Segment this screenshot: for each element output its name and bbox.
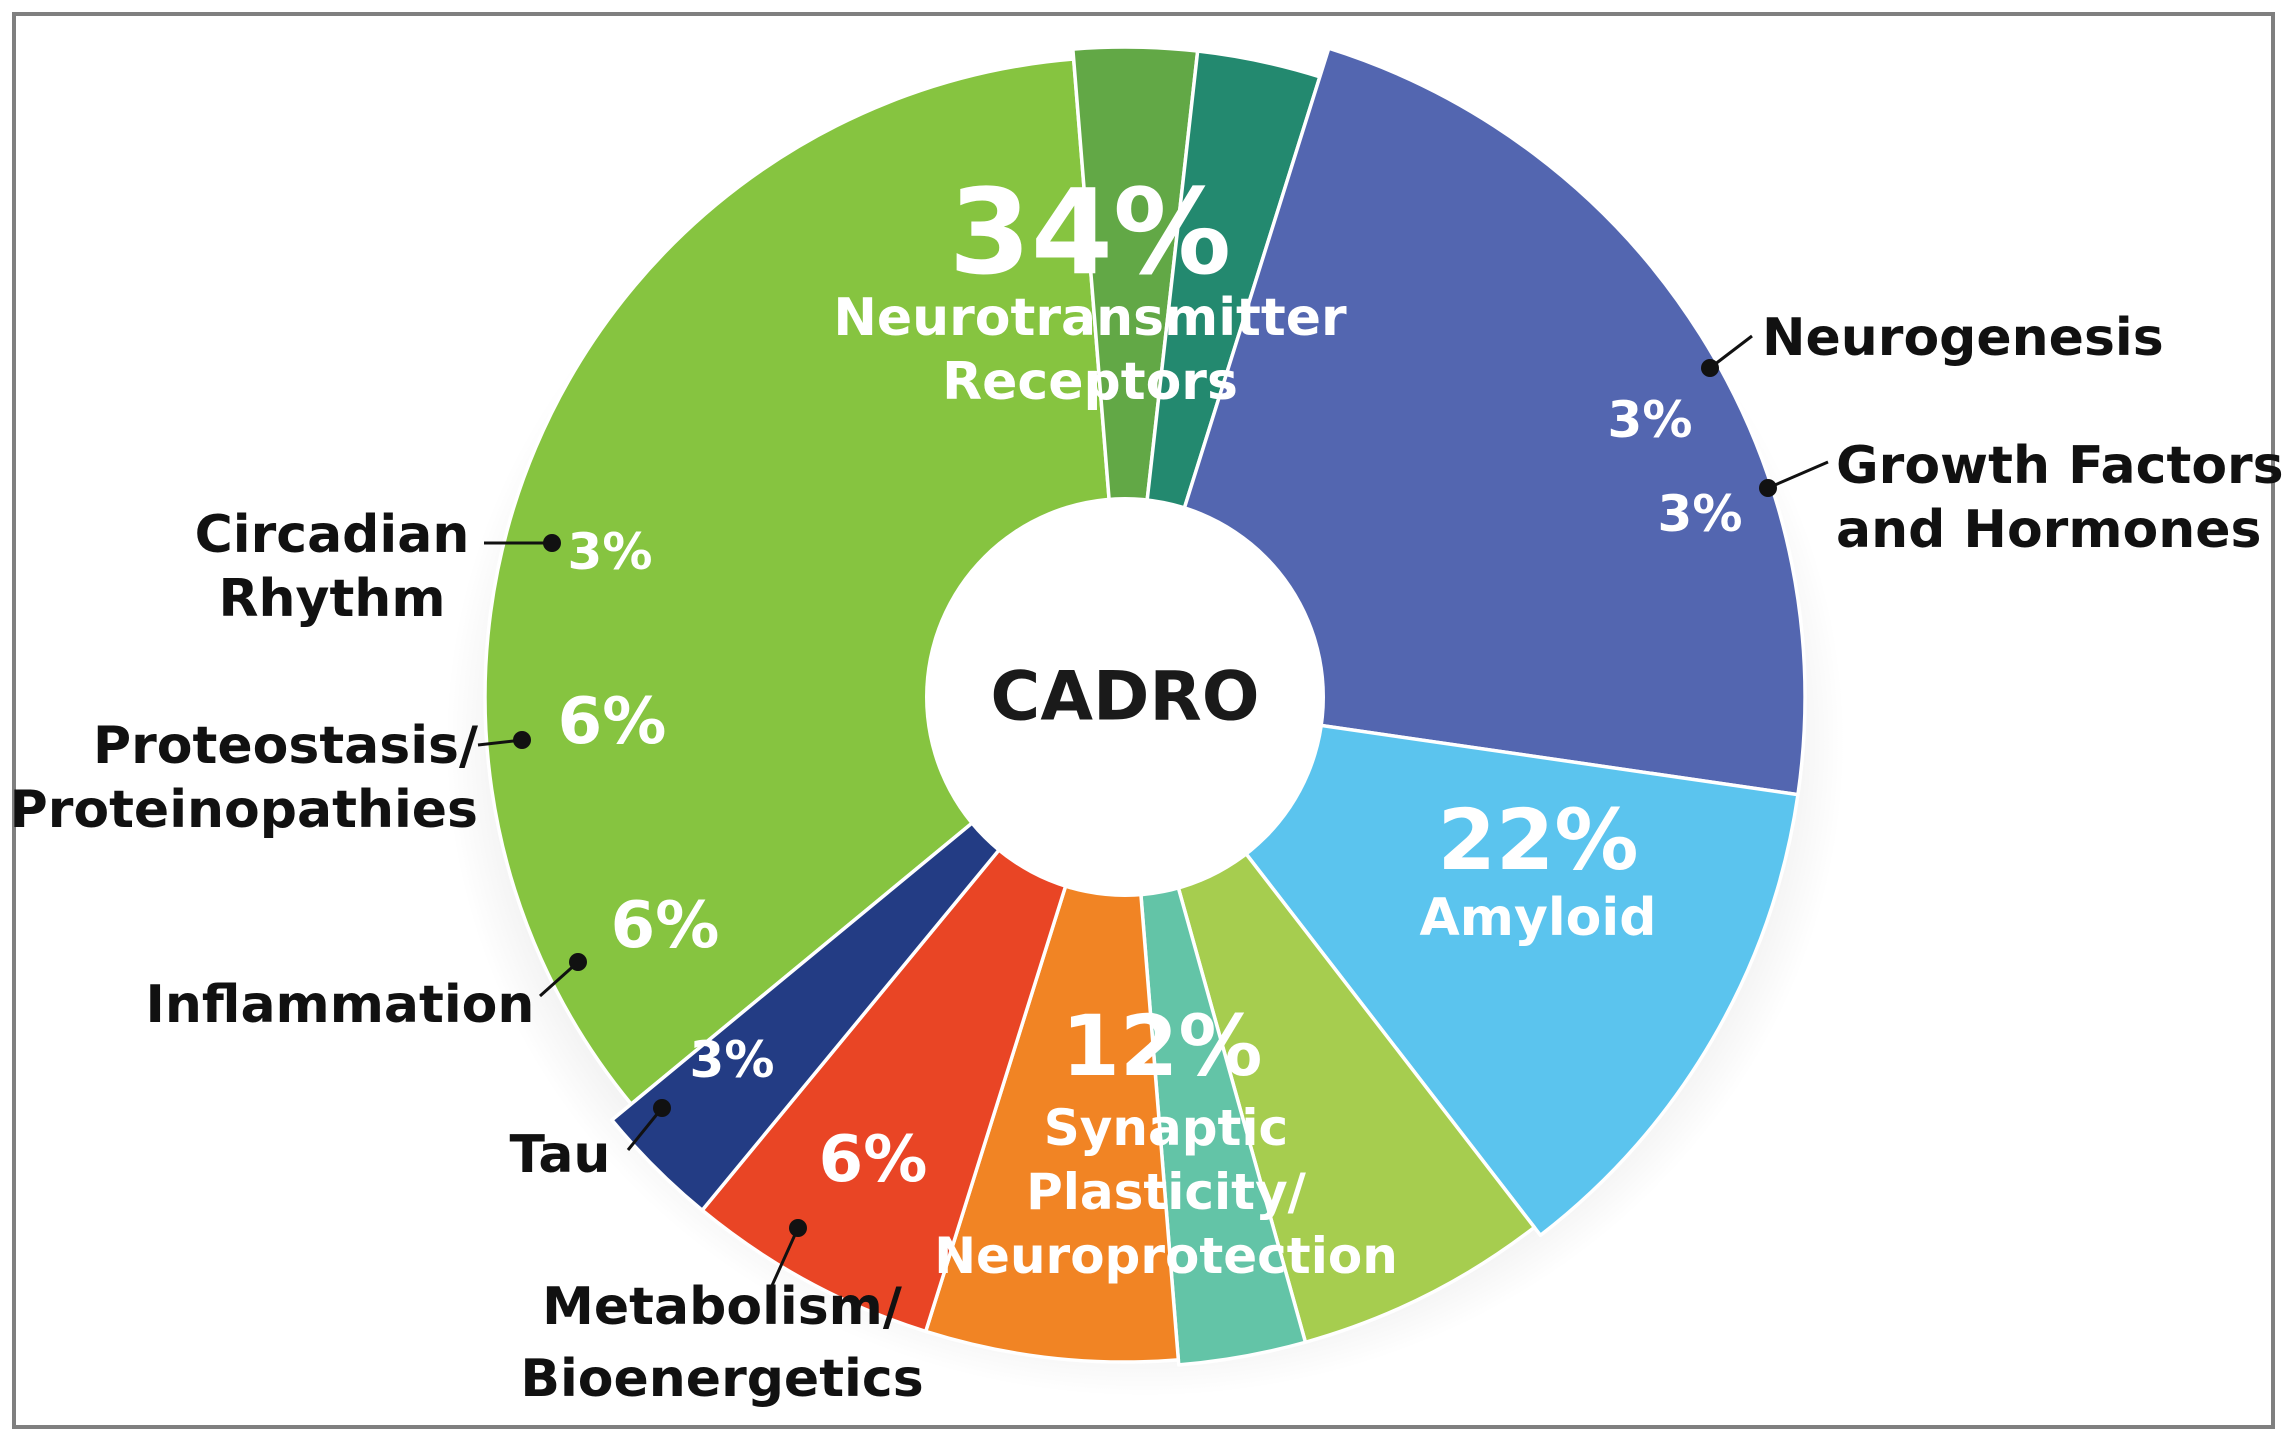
slice-percent-tau: 3% — [690, 1031, 775, 1089]
slice-label-growth-line-1: Growth Factors — [1836, 436, 2284, 496]
center-hole — [925, 497, 1325, 897]
slice-percent-metabolism: 6% — [819, 1123, 928, 1197]
slice-label-metabolism-line-2: Bioenergetics — [520, 1349, 923, 1409]
slice-percent-synaptic: 12% — [1061, 997, 1262, 1095]
slice-label-neurotransmitter-line-2: Receptors — [942, 352, 1238, 412]
slice-label-synaptic-line-2: Plasticity/ — [1026, 1163, 1307, 1221]
leader-dot-inflammation — [569, 953, 587, 971]
slice-label-growth-line-2: and Hormones — [1836, 500, 2261, 560]
slice-label-amyloid-line-1: Amyloid — [1420, 888, 1657, 948]
slice-label-neurogenesis-line-1: Neurogenesis — [1762, 308, 2164, 368]
leader-line-growth — [1767, 460, 1829, 490]
leader-dot-metabolism — [789, 1219, 807, 1237]
leader-dot-growth — [1759, 479, 1777, 497]
center-label: CADRO — [990, 658, 1259, 737]
slice-percent-inflammation: 6% — [611, 889, 720, 963]
slice-percent-neurogenesis: 3% — [1608, 391, 1693, 449]
slice-label-tau-line-1: Tau — [510, 1125, 611, 1185]
slice-label-metabolism-line-1: Metabolism/ — [542, 1277, 902, 1337]
slice-label-proteostasis-line-1: Proteostasis/ — [93, 716, 478, 776]
slice-percent-amyloid: 22% — [1437, 791, 1638, 889]
slice-percent-neurotransmitter: 34% — [949, 163, 1231, 301]
leader-dot-circadian — [543, 534, 561, 552]
leader-dot-tau — [653, 1099, 671, 1117]
slice-label-synaptic-line-3: Neuroprotection — [934, 1227, 1398, 1285]
leader-lines-layer — [477, 334, 1829, 1291]
leader-dot-proteostasis — [513, 731, 531, 749]
slice-label-proteostasis-line-2: Proteinopathies — [10, 780, 478, 840]
leader-line-metabolism — [768, 1227, 800, 1291]
leader-dot-neurogenesis — [1701, 359, 1719, 377]
slice-label-inflammation-line-1: Inflammation — [146, 975, 535, 1035]
slice-label-synaptic-line-1: Synaptic — [1044, 1099, 1288, 1157]
slice-label-neurotransmitter-line-1: Neurotransmitter — [833, 288, 1347, 348]
slice-percent-circadian: 3% — [568, 523, 653, 581]
pie-slice-synaptic — [1123, 695, 1800, 1238]
pie-slice-neurotransmitter — [483, 57, 1127, 1106]
slice-percent-proteostasis: 6% — [558, 685, 667, 759]
leader-line-tau — [626, 1107, 664, 1151]
slice-percent-growth: 3% — [1658, 485, 1743, 543]
slice-label-circadian-line-2: Rhythm — [218, 569, 445, 629]
slice-label-circadian-line-1: Circadian — [195, 505, 470, 565]
